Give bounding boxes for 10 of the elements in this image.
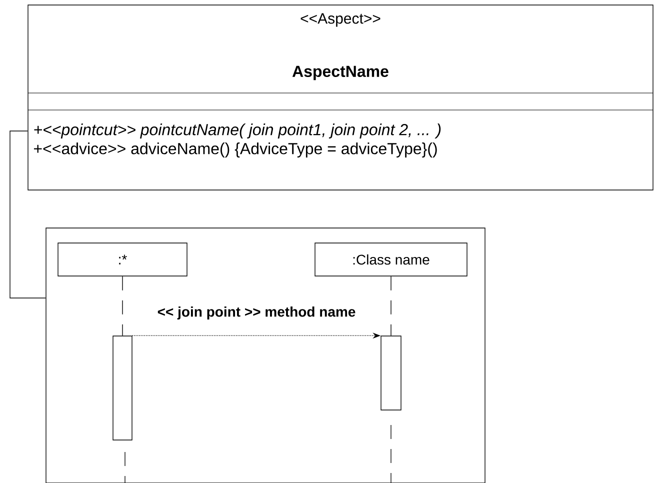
class-box: <<Aspect>> AspectName +<<pointcut>> pointcutName( join point1, join point 2, ... ) +<<advice>> adviceName() {AdviceType = adviceType}(): [28, 4, 654, 190]
lifeline: [390, 276, 392, 336]
lifeline-head: :*: [58, 242, 188, 276]
message-label: << join point >> method name: [156, 305, 357, 321]
lifeline-head: :Class name: [314, 242, 468, 276]
lifeline: [122, 276, 123, 336]
sequence-frame: [46, 228, 486, 483]
activation-bar: [112, 336, 132, 440]
connector: [10, 130, 46, 298]
activation-bar: [380, 336, 402, 410]
